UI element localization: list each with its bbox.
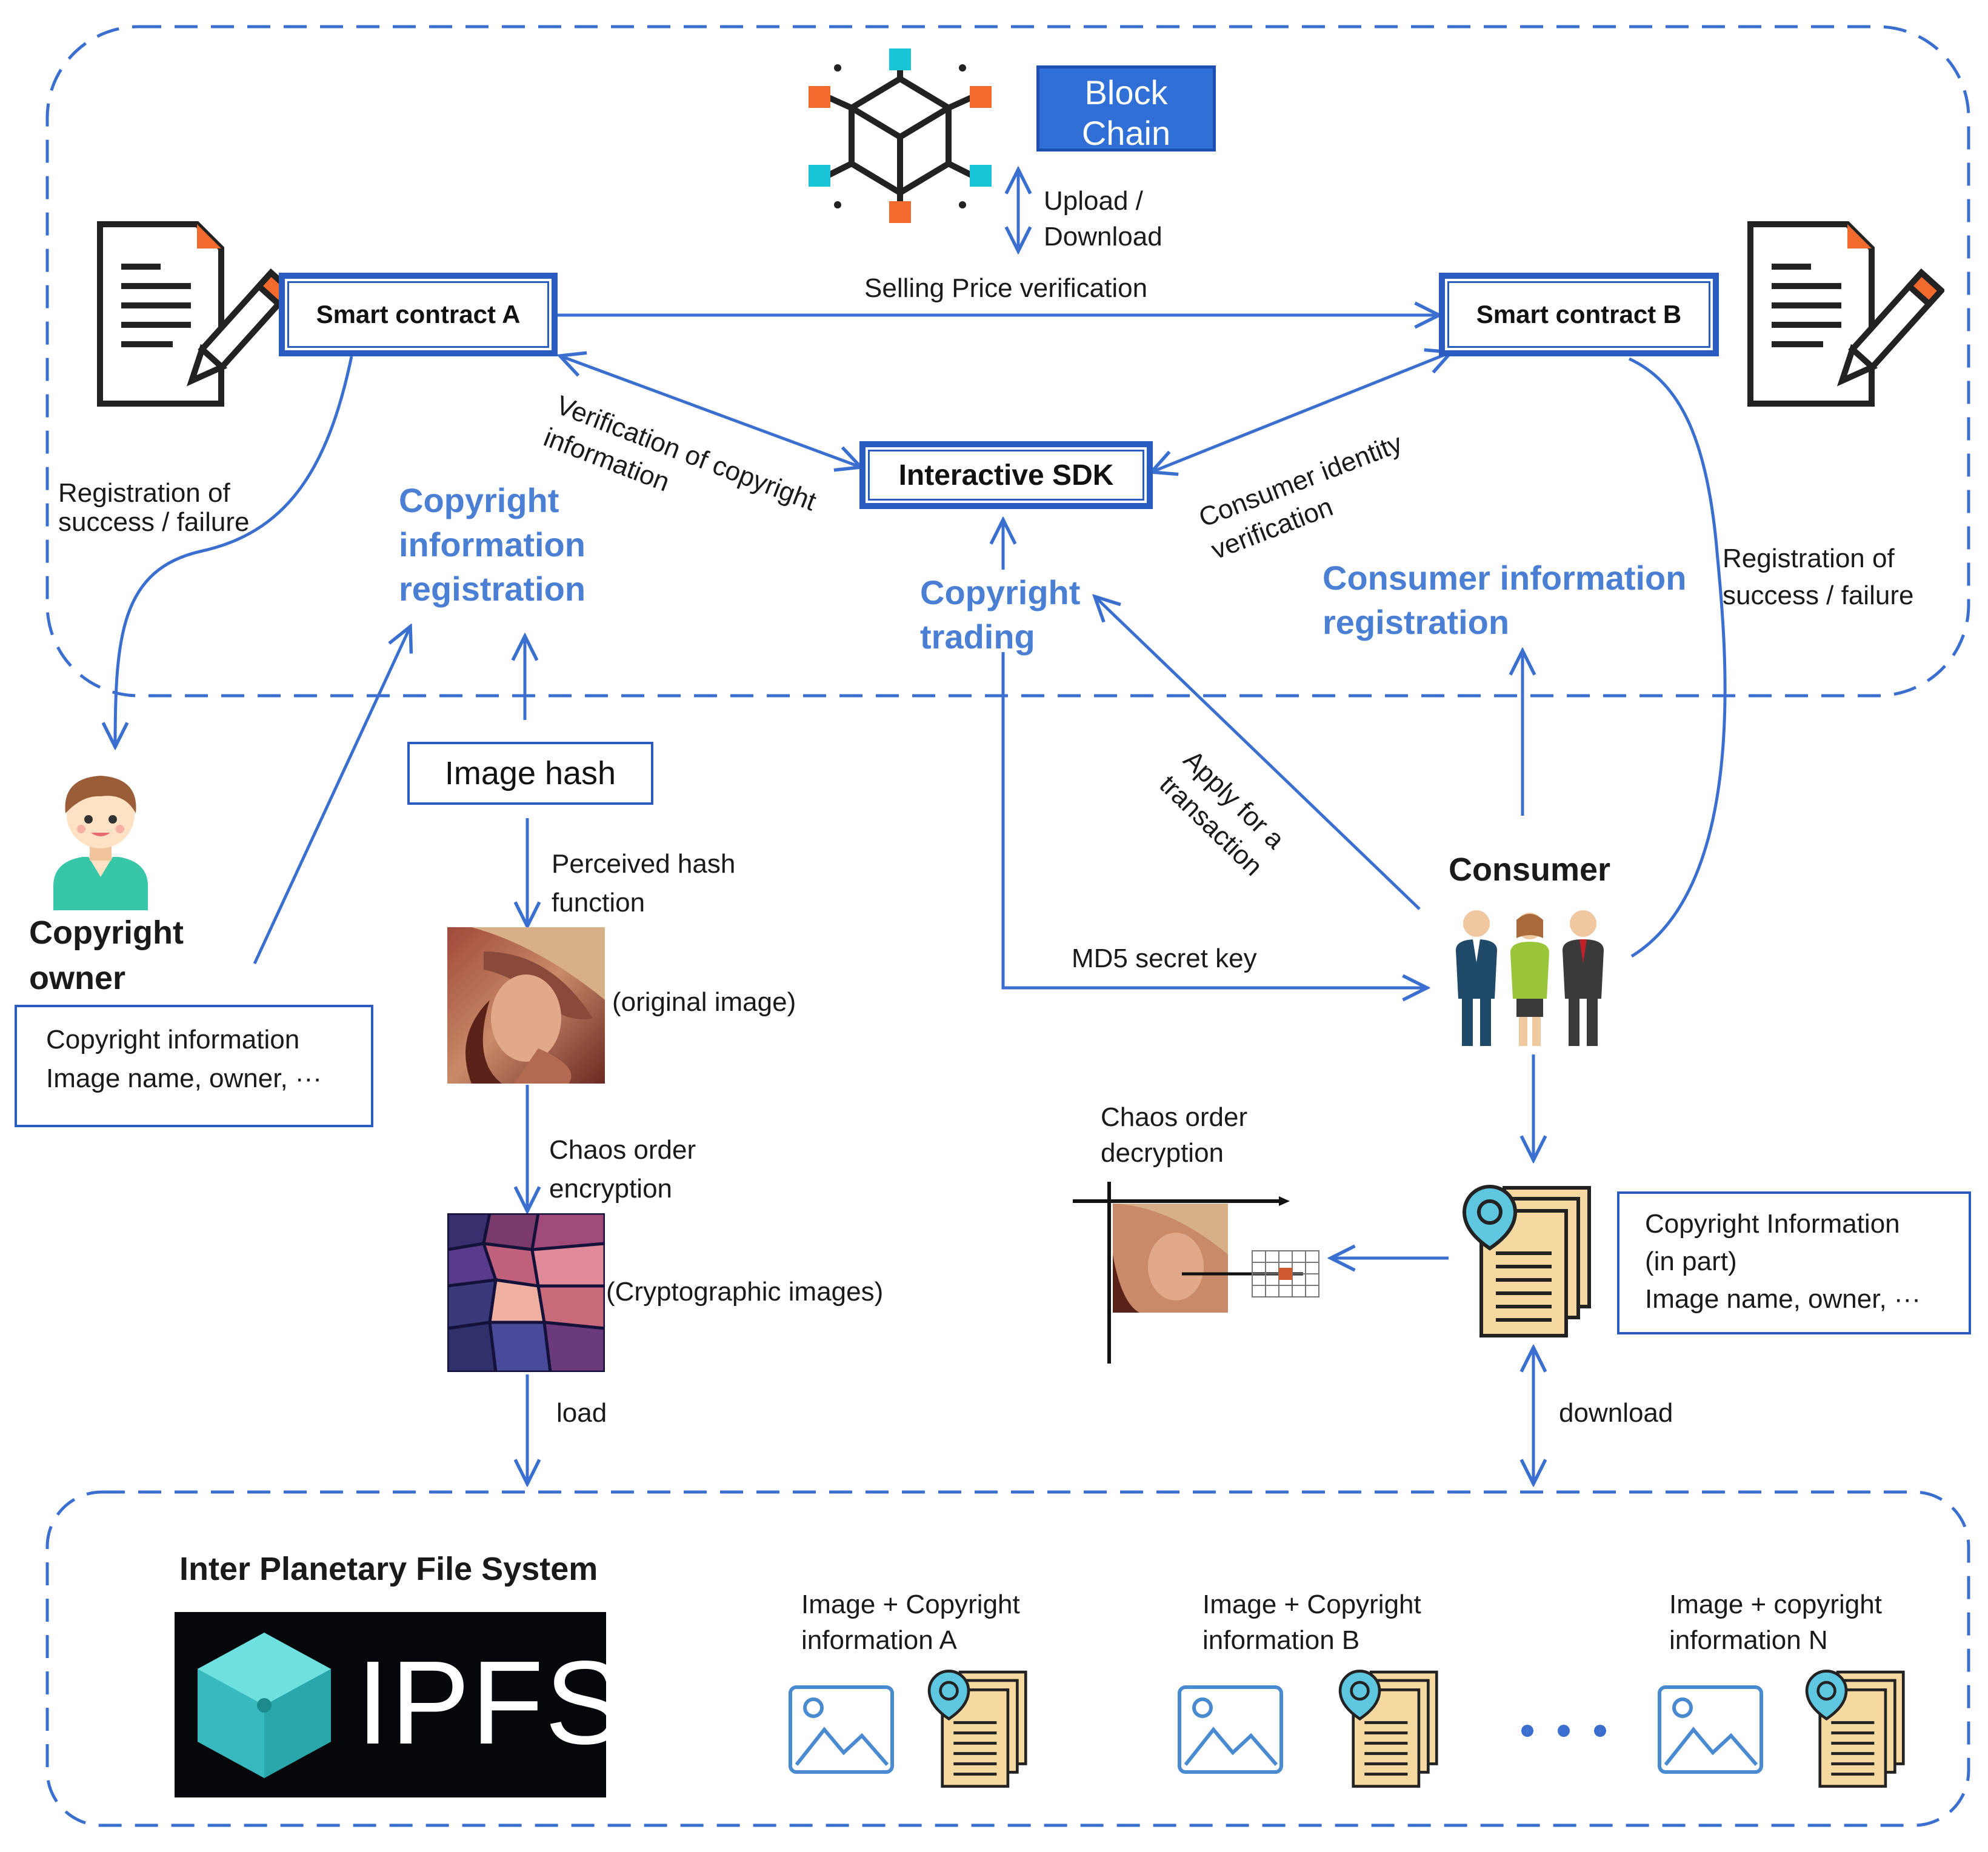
- contract-b-document-icon: [1747, 221, 1944, 407]
- crypto-images-label: (Cryptographic images): [606, 1277, 884, 1307]
- md5-arrow: [1001, 652, 1426, 988]
- ipfs-item-a-image-icon: [789, 1685, 894, 1774]
- ipfs-item-n-label: Image + copyright information N: [1669, 1590, 1882, 1656]
- interactive-sdk-label: Interactive SDK: [898, 459, 1114, 491]
- smart-contract-a-label: Smart contract A: [316, 300, 521, 328]
- image-hash-box: Image hash: [407, 742, 653, 805]
- consumer-document-icon: [1462, 1185, 1591, 1337]
- consumer-info-box: Copyright Information (in part) Image na…: [1617, 1191, 1971, 1334]
- ipfs-item-n-document-icon: [1805, 1670, 1905, 1788]
- owner-to-registration-arrow: [253, 628, 410, 965]
- decryption-diagram: [1073, 1182, 1319, 1364]
- perceived-hash-label: Perceived hash function: [552, 849, 736, 918]
- ipfs-cube-icon: [198, 1633, 331, 1778]
- image-hash-label: Image hash: [444, 755, 616, 791]
- copyright-trading: Copyright trading: [920, 573, 1081, 656]
- download-label: download: [1559, 1398, 1673, 1428]
- consumer-group-icon: [1456, 910, 1604, 1046]
- md5-label: MD5 secret key: [1072, 944, 1257, 973]
- ellipsis-icon: [1521, 1725, 1606, 1737]
- consumer-to-contract-b-arrow: [1628, 357, 1727, 958]
- contract-a-to-owner-arrow: [115, 356, 353, 745]
- ipfs-title: Inter Planetary File System: [179, 1551, 598, 1587]
- sdk-contract-b-arrow: [1153, 353, 1450, 471]
- load-label: load: [556, 1398, 607, 1428]
- original-image-label: (original image): [612, 987, 796, 1017]
- copyright-info-registration: Copyright information registration: [399, 481, 586, 608]
- chaos-encryption-label: Chaos order encryption: [549, 1135, 696, 1204]
- contract-a-document-icon: [97, 221, 294, 407]
- blockchain-label: Block Chain: [1036, 65, 1216, 152]
- ipfs-item-b-label: Image + Copyright information B: [1202, 1590, 1421, 1656]
- original-image-thumbnail: [447, 927, 605, 1084]
- smart-contract-a: Smart contract A: [279, 273, 558, 356]
- ipfs-item-a-document-icon: [927, 1670, 1027, 1788]
- owner-info-line1: Copyright information: [46, 1025, 300, 1054]
- chaos-decryption-label: Chaos order decryption: [1101, 1102, 1248, 1168]
- consumer-info-line3: Image name, owner, ···: [1645, 1284, 1921, 1314]
- blockchain-network-icon: [809, 48, 992, 223]
- consumer-label: Consumer: [1449, 851, 1611, 888]
- ipfs-logo: IPFS: [175, 1612, 624, 1797]
- ipfs-item-b-document-icon: [1338, 1670, 1438, 1788]
- ipfs-item-b-image-icon: [1178, 1685, 1283, 1774]
- apply-transaction-arrow: [1096, 598, 1421, 910]
- smart-contract-b-label: Smart contract B: [1476, 300, 1682, 328]
- cryptographic-image-thumbnail: [447, 1213, 605, 1372]
- ipfs-region: [45, 1490, 1970, 1827]
- owner-info-line2: Image name, owner, ···: [46, 1064, 322, 1093]
- ipfs-logo-text: IPFS: [356, 1636, 625, 1769]
- ipfs-item-a-label: Image + Copyright information A: [801, 1590, 1020, 1656]
- upload-download-label: Upload / Download: [1044, 186, 1162, 252]
- sdk-contract-a-arrow: [561, 356, 859, 467]
- owner-info-box: Copyright information Image name, owner,…: [15, 1005, 373, 1127]
- ipfs-item-n-image-icon: [1658, 1685, 1763, 1774]
- right-registration-label: Registration of success / failure: [1723, 544, 1914, 610]
- copyright-owner-label: Copyright owner: [29, 914, 184, 996]
- consumer-info-registration: Consumer information registration: [1323, 559, 1687, 641]
- blockchain-region: [45, 25, 1970, 698]
- interactive-sdk: Interactive SDK: [859, 441, 1153, 509]
- smart-contract-b: Smart contract B: [1439, 273, 1719, 356]
- selling-price-label: Selling Price verification: [864, 273, 1148, 303]
- consumer-info-line2: (in part): [1645, 1247, 1737, 1276]
- left-registration-label: Registration of success / failure: [58, 478, 250, 537]
- copyright-owner-avatar: [53, 776, 148, 910]
- blockchain-text: Block Chain: [1081, 73, 1171, 153]
- consumer-info-line1: Copyright Information: [1645, 1209, 1900, 1239]
